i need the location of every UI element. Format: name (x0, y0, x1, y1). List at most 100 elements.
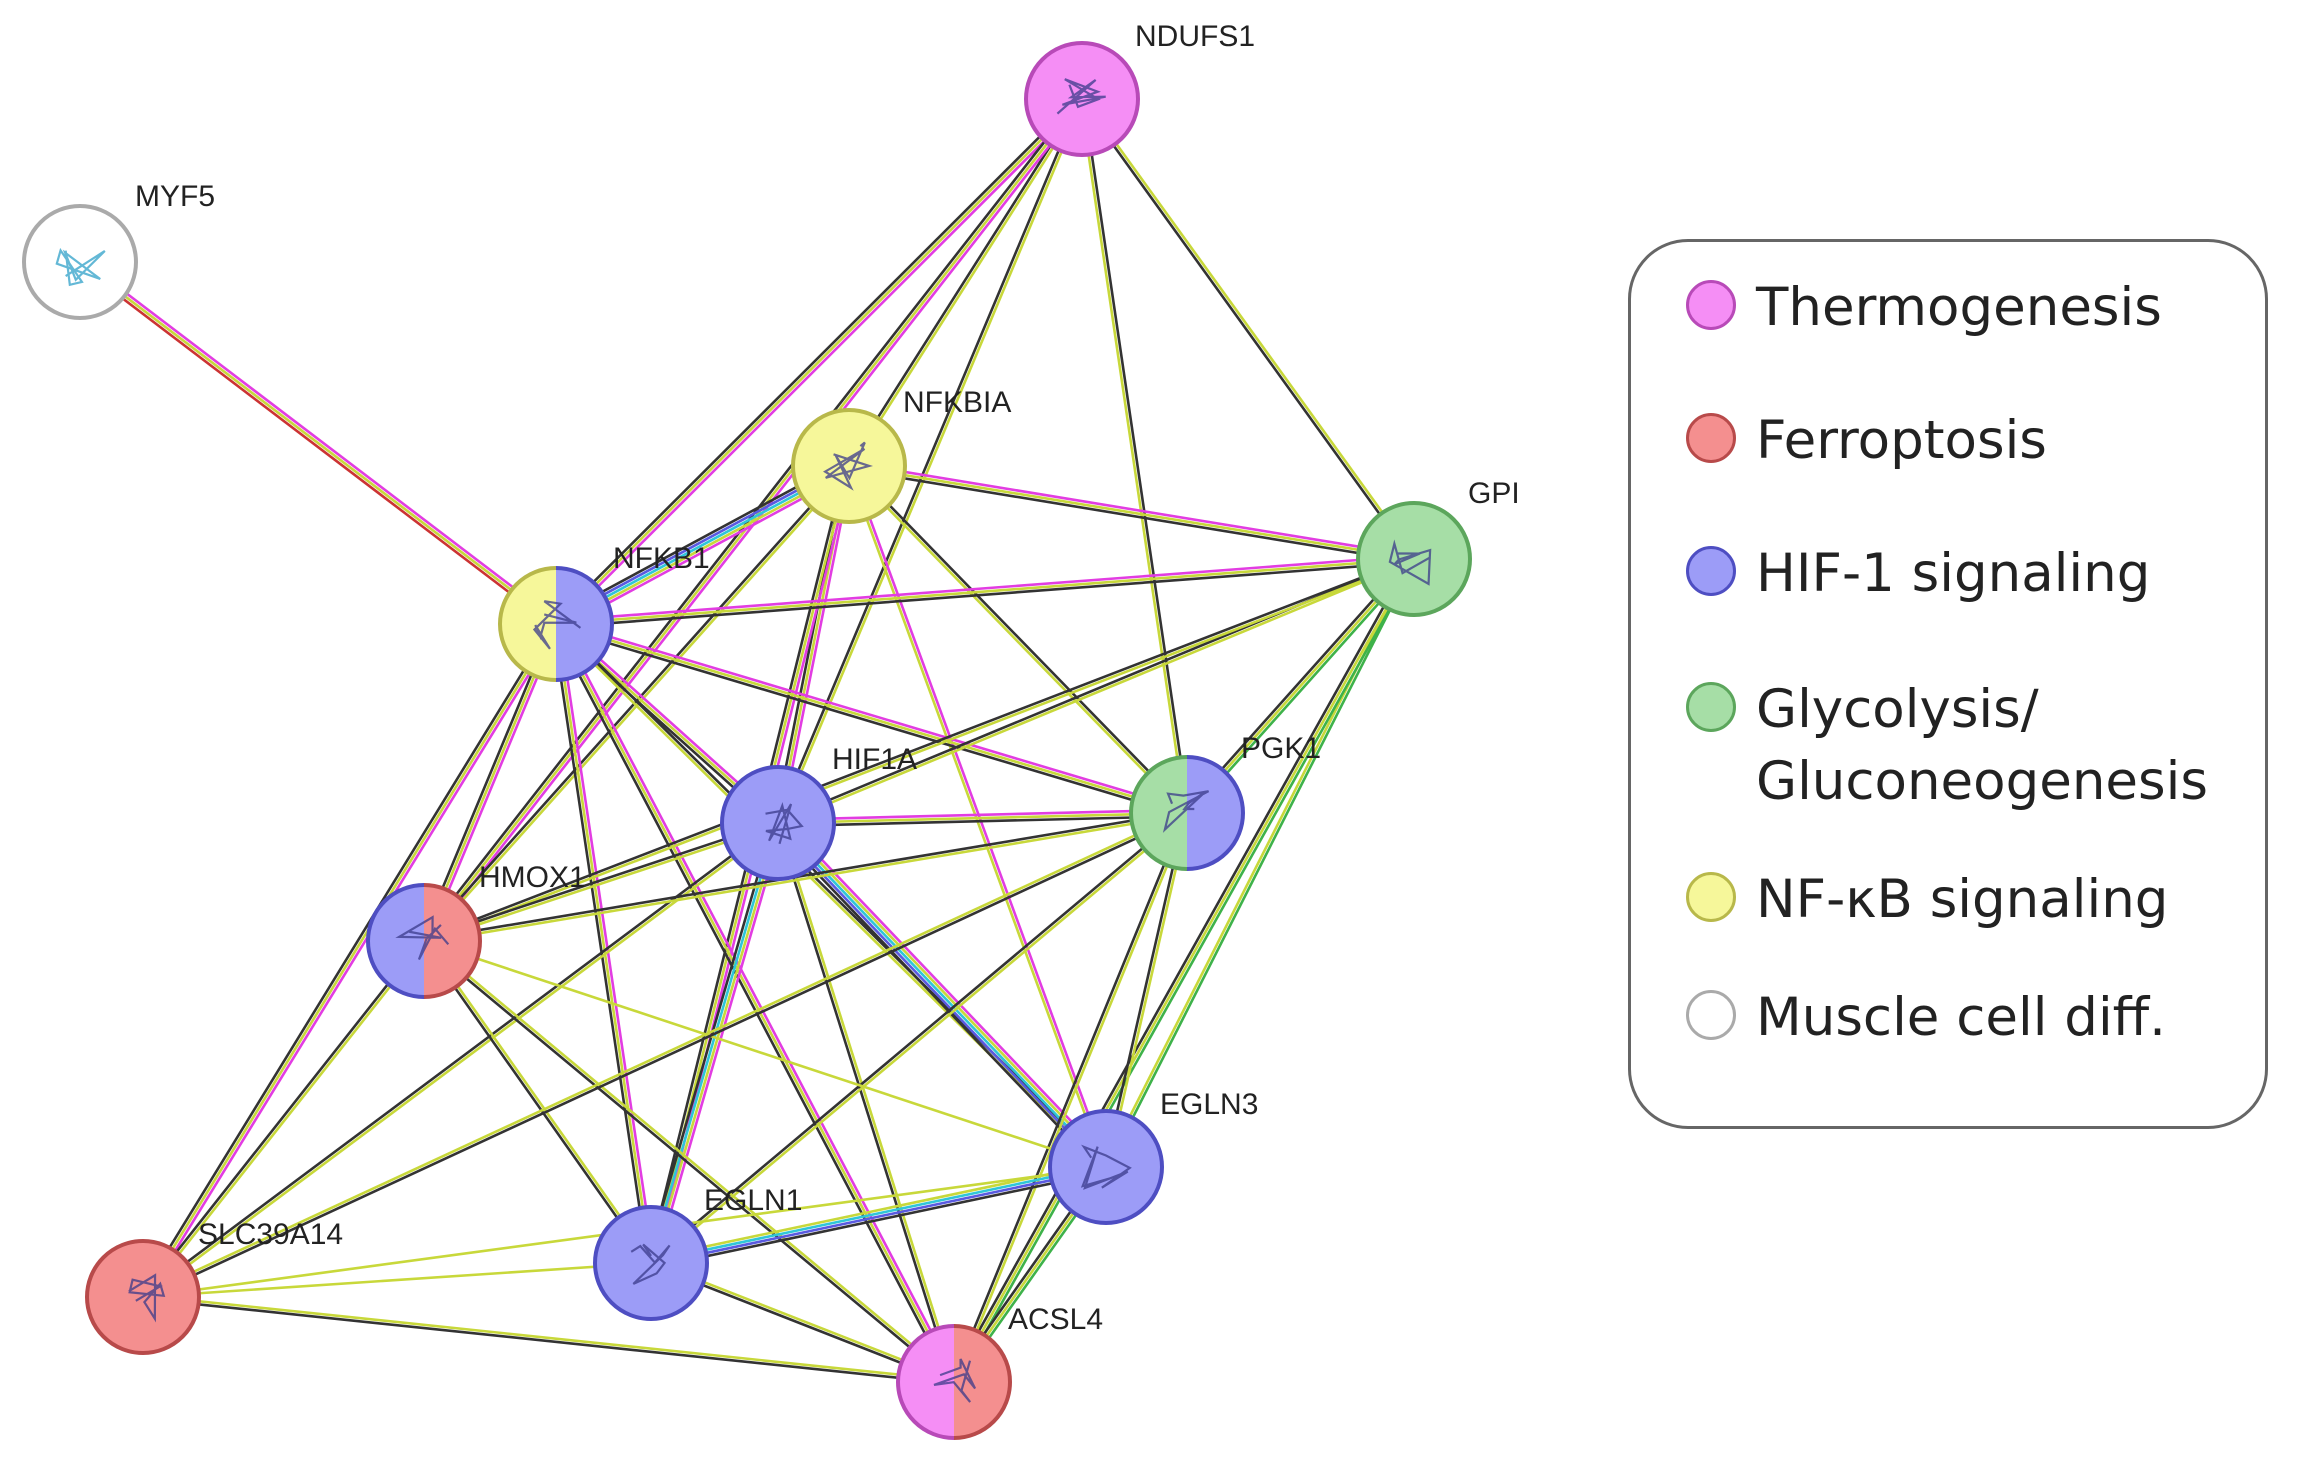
edge-line-black (951, 811, 1187, 1382)
node-fill-right (424, 885, 480, 997)
edge-line-cyan (648, 822, 778, 1263)
legend-label: Ferroptosis (1756, 410, 2047, 471)
protein-structure-icon (933, 1358, 977, 1403)
legend-item-thermogenesis: Thermogenesis (1686, 272, 2162, 344)
edge-line-yellow (424, 823, 779, 944)
edge-line-yellow (651, 823, 781, 1264)
edge-pgk1-egln1 (649, 810, 1189, 1266)
node-label-egln3: EGLN3 (1160, 1088, 1258, 1121)
protein-structure-icon (630, 1243, 671, 1285)
node-outline-right (423, 883, 482, 999)
edge-line-yellow (778, 822, 957, 1382)
edge-line-yellow (651, 813, 1189, 1266)
protein-structure-icon (1388, 539, 1432, 586)
protein-structure-icon (823, 441, 873, 491)
node-slc39a14[interactable] (85, 1239, 201, 1355)
protein-structure-icon (128, 1273, 166, 1323)
edge-line-magenta (425, 100, 1086, 944)
nodes-layer (22, 41, 1472, 1440)
edge-ndufs1-pgk1 (1079, 98, 1190, 814)
node-outline-left (366, 883, 425, 999)
node-myf5[interactable] (22, 204, 138, 320)
legend-label: HIF-1 signaling (1756, 543, 2151, 604)
edge-line-yellow (143, 823, 780, 1300)
node-label-myf5: MYF5 (135, 180, 215, 213)
node-acsl4[interactable] (896, 1324, 1012, 1440)
edge-line-blue (651, 1167, 1107, 1266)
edge-line-black (421, 941, 651, 1265)
edge-line-yellow (555, 557, 1415, 626)
edge-line-yellow (424, 813, 1188, 944)
edge-myf5-nfkb1 (77, 258, 559, 628)
edge-line-black (551, 624, 650, 1264)
edge-line-black (651, 1170, 1108, 1269)
edge-line-yellow (424, 466, 852, 943)
edge-slc39a14-pgk1 (141, 810, 1189, 1300)
node-fill-right (954, 1326, 1010, 1438)
legend-label: Muscle cell diff. (1756, 987, 2167, 1048)
edge-line-black (772, 826, 1103, 1173)
node-nfkbia[interactable] (791, 408, 907, 524)
edge-gpi-acsl4 (950, 556, 1418, 1385)
edge-line-black (556, 560, 1415, 629)
node-label-nfkbia: NFKBIA (903, 386, 1011, 419)
nfkb-swatch-icon (1686, 872, 1736, 922)
edge-pgk1-acsl4 (951, 811, 1190, 1384)
edge-nfkbia-gpi (848, 461, 1415, 564)
edge-hif1a-acsl4 (775, 822, 957, 1383)
edge-line-yellow (424, 559, 1416, 944)
node-fill-left (500, 568, 556, 680)
edge-line-black (645, 821, 775, 1263)
edge-line-magenta (654, 823, 784, 1265)
protein-structure-icon (395, 915, 450, 960)
edge-nfkb1-slc39a14 (139, 621, 560, 1300)
hif1-swatch-icon (1686, 546, 1736, 596)
edge-line-magenta (849, 461, 1415, 558)
edge-nfkb1-acsl4 (552, 621, 958, 1385)
edge-line-red (77, 263, 555, 628)
edge-gpi-hmox1 (422, 556, 1416, 944)
node-hif1a[interactable] (720, 765, 836, 881)
node-label-gpi: GPI (1468, 477, 1520, 510)
node-egln1[interactable] (593, 1205, 709, 1321)
node-egln3[interactable] (1048, 1109, 1164, 1225)
edge-line-black (778, 814, 1188, 828)
node-circle (593, 1205, 709, 1321)
node-gpi[interactable] (1356, 501, 1472, 617)
node-label-pgk1: PGK1 (1241, 732, 1321, 765)
edge-hmox1-egln1 (421, 939, 654, 1265)
legend: Thermogenesis Ferroptosis HIF-1 signalin… (1628, 239, 2268, 1129)
edge-line-black (848, 467, 1414, 564)
legend-item-hif1: HIF-1 signaling (1686, 538, 2150, 610)
edge-line-black (552, 95, 1081, 623)
edge-nfkbia-pgk1 (846, 463, 1190, 816)
legend-item-nfkb: NF-κB signaling (1686, 864, 2168, 936)
muscle-swatch-icon (1686, 990, 1736, 1040)
node-outline-right (953, 1324, 1012, 1440)
node-circle (1048, 1109, 1164, 1225)
edge-nfkb1-egln1 (551, 623, 656, 1264)
edge-line-yellow (141, 810, 1187, 1297)
protein-structure-icon (1056, 78, 1106, 115)
node-circle (720, 765, 836, 881)
node-ndufs1[interactable] (1024, 41, 1140, 157)
edge-line-yellow (779, 819, 1110, 1166)
edge-line-yellow (554, 623, 653, 1264)
edge-line-black (140, 939, 424, 1297)
node-outline-left (498, 566, 557, 682)
edge-line-black (143, 813, 1189, 1300)
edge-ndufs1-nfkbia (846, 97, 1085, 468)
edge-line-yellow (849, 99, 1085, 468)
protein-structure-icon (55, 247, 106, 287)
edge-hif1a-pgk1 (777, 808, 1188, 828)
node-nfkb1[interactable] (498, 566, 614, 682)
edge-nfkbia-hmox1 (421, 464, 852, 943)
edge-line-black (139, 621, 555, 1297)
node-label-hmox1: HMOX1 (479, 861, 586, 894)
node-pgk1[interactable] (1129, 755, 1245, 871)
edge-line-black (422, 556, 1414, 941)
edge-line-yellow (1106, 813, 1190, 1168)
node-hmox1[interactable] (366, 883, 482, 999)
node-label-ndufs1: NDUFS1 (1135, 20, 1255, 53)
